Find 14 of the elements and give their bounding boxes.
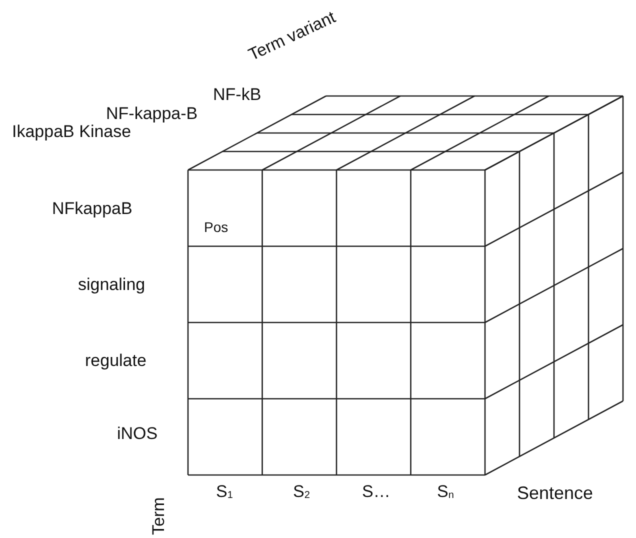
column-label: S… <box>362 483 390 500</box>
row-label: signaling <box>78 276 146 293</box>
row-label: NFkappaB <box>52 200 132 217</box>
axis-label: Term <box>150 497 167 535</box>
column-label: S$_{2}$ <box>293 483 310 501</box>
row-label: iNOS <box>117 425 158 442</box>
row-label: NF-kappa-B <box>106 105 198 122</box>
axis-label: Sentence <box>517 484 594 502</box>
row-label: regulate <box>85 352 146 369</box>
row-label: NF-kB <box>213 86 262 103</box>
row-label: IkappaB Kinase <box>12 123 132 140</box>
cell-label: Pos <box>204 220 228 234</box>
column-label: S$_{1}$ <box>216 483 233 501</box>
column-label: S$_{n}$ <box>437 483 454 501</box>
